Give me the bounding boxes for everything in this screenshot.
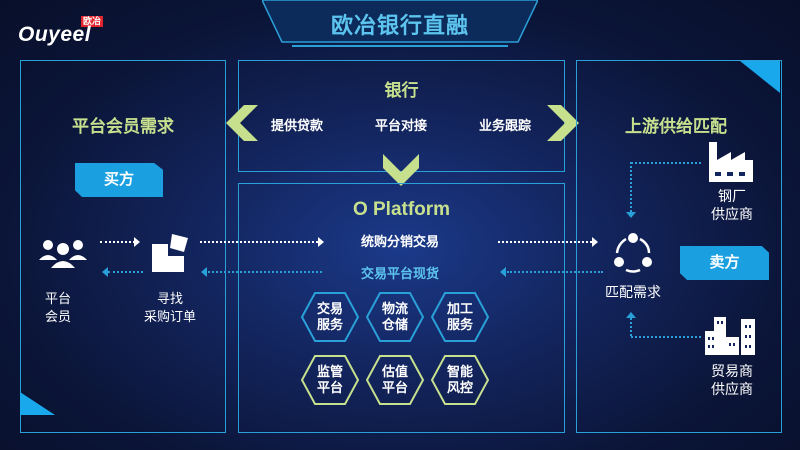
service-hex[interactable]: 物流仓储 [365,291,425,343]
cycle-icon [614,233,652,273]
connector-dotted [631,162,701,164]
bank-item-connect: 平台对接 [374,118,427,133]
buildings-icon [705,317,755,355]
logo-badge: 欧冶 [81,16,104,27]
arrow-head-icon [500,267,506,277]
find-order-label-2: 采购订单 [143,309,196,324]
trader-supplier-label-1: 贸易商 [711,363,753,379]
service-label: 交易服务 [316,301,343,332]
member-label-1: 平台 [44,291,71,306]
bank-item-track: 业务跟踪 [478,118,531,133]
bank-item-loan: 提供贷款 [270,118,323,133]
right-panel [576,60,782,433]
match-demand-label: 匹配需求 [605,284,661,300]
chevron-left-icon [226,105,258,141]
bank-heading: 银行 [384,81,419,100]
arrow-head-icon [626,212,636,218]
puzzle-icon [152,234,188,272]
platform-panel [238,183,565,433]
left-heading: 平台会员需求 [72,117,174,136]
hex-frame-icon [365,292,425,342]
arrow-head-icon [592,237,598,247]
page-title: 欧冶银行直融 [330,13,469,38]
corner-triangle-icon [20,392,55,415]
users-icon [39,240,87,268]
ouyeel-logo: 欧冶 Ouyeel [14,14,104,46]
arrow-head-icon [626,312,636,318]
hex-frame-icon [300,355,360,405]
logo-text: Ouyeel [18,23,92,46]
service-label: 加工服务 [446,301,473,332]
platform-heading: O Platform [352,199,451,220]
service-hex[interactable]: 估值平台 [365,354,425,406]
arrow-head-icon [318,237,324,247]
factory-icon [709,142,753,182]
connector-dotted [631,336,701,338]
right-heading: 上游供给匹配 [625,117,727,136]
buyer-tag: 买方 [75,163,163,197]
connector-dotted [630,318,632,336]
service-hex[interactable]: 交易服务 [300,291,360,343]
hex-frame-icon [430,292,490,342]
chevron-down-icon [383,154,419,186]
flow-bottom-label: 交易平台现货 [360,266,439,281]
arrow-head-icon [102,267,108,277]
arrow-head-icon [134,237,140,247]
arrow-left-dotted [108,271,143,273]
steel-supplier-label-1: 钢厂 [718,188,746,204]
flow-top-label: 统购分销交易 [360,234,439,249]
arrow-left-dotted [507,271,603,273]
trader-supplier-label-2: 供应商 [711,381,753,397]
service-hex[interactable]: 智能风控 [430,354,490,406]
steel-supplier-label-2: 供应商 [711,206,753,222]
service-label: 监管平台 [316,364,343,395]
service-label: 智能风控 [446,364,473,395]
service-hex[interactable]: 监管平台 [300,354,360,406]
service-label: 估值平台 [381,364,408,395]
arrow-head-icon [201,267,207,277]
title-banner: 欧冶银行直融 [262,0,538,48]
member-label-2: 会员 [44,309,71,324]
hex-frame-icon [365,355,425,405]
chevron-right-icon [547,105,579,141]
connector-dotted [630,162,632,212]
arrow-right-dotted [200,241,318,243]
left-panel [20,60,226,433]
service-label: 物流仓储 [381,301,408,332]
title-frame-icon [262,0,538,47]
arrow-right-dotted [498,241,592,243]
service-hex[interactable]: 加工服务 [430,291,490,343]
arrow-left-dotted [208,271,322,273]
corner-triangle-icon [740,61,780,93]
find-order-label-1: 寻找 [156,291,183,306]
hex-frame-icon [430,355,490,405]
arrow-right-dotted [100,241,135,243]
hex-frame-icon [300,292,360,342]
seller-tag: 卖方 [680,246,769,280]
